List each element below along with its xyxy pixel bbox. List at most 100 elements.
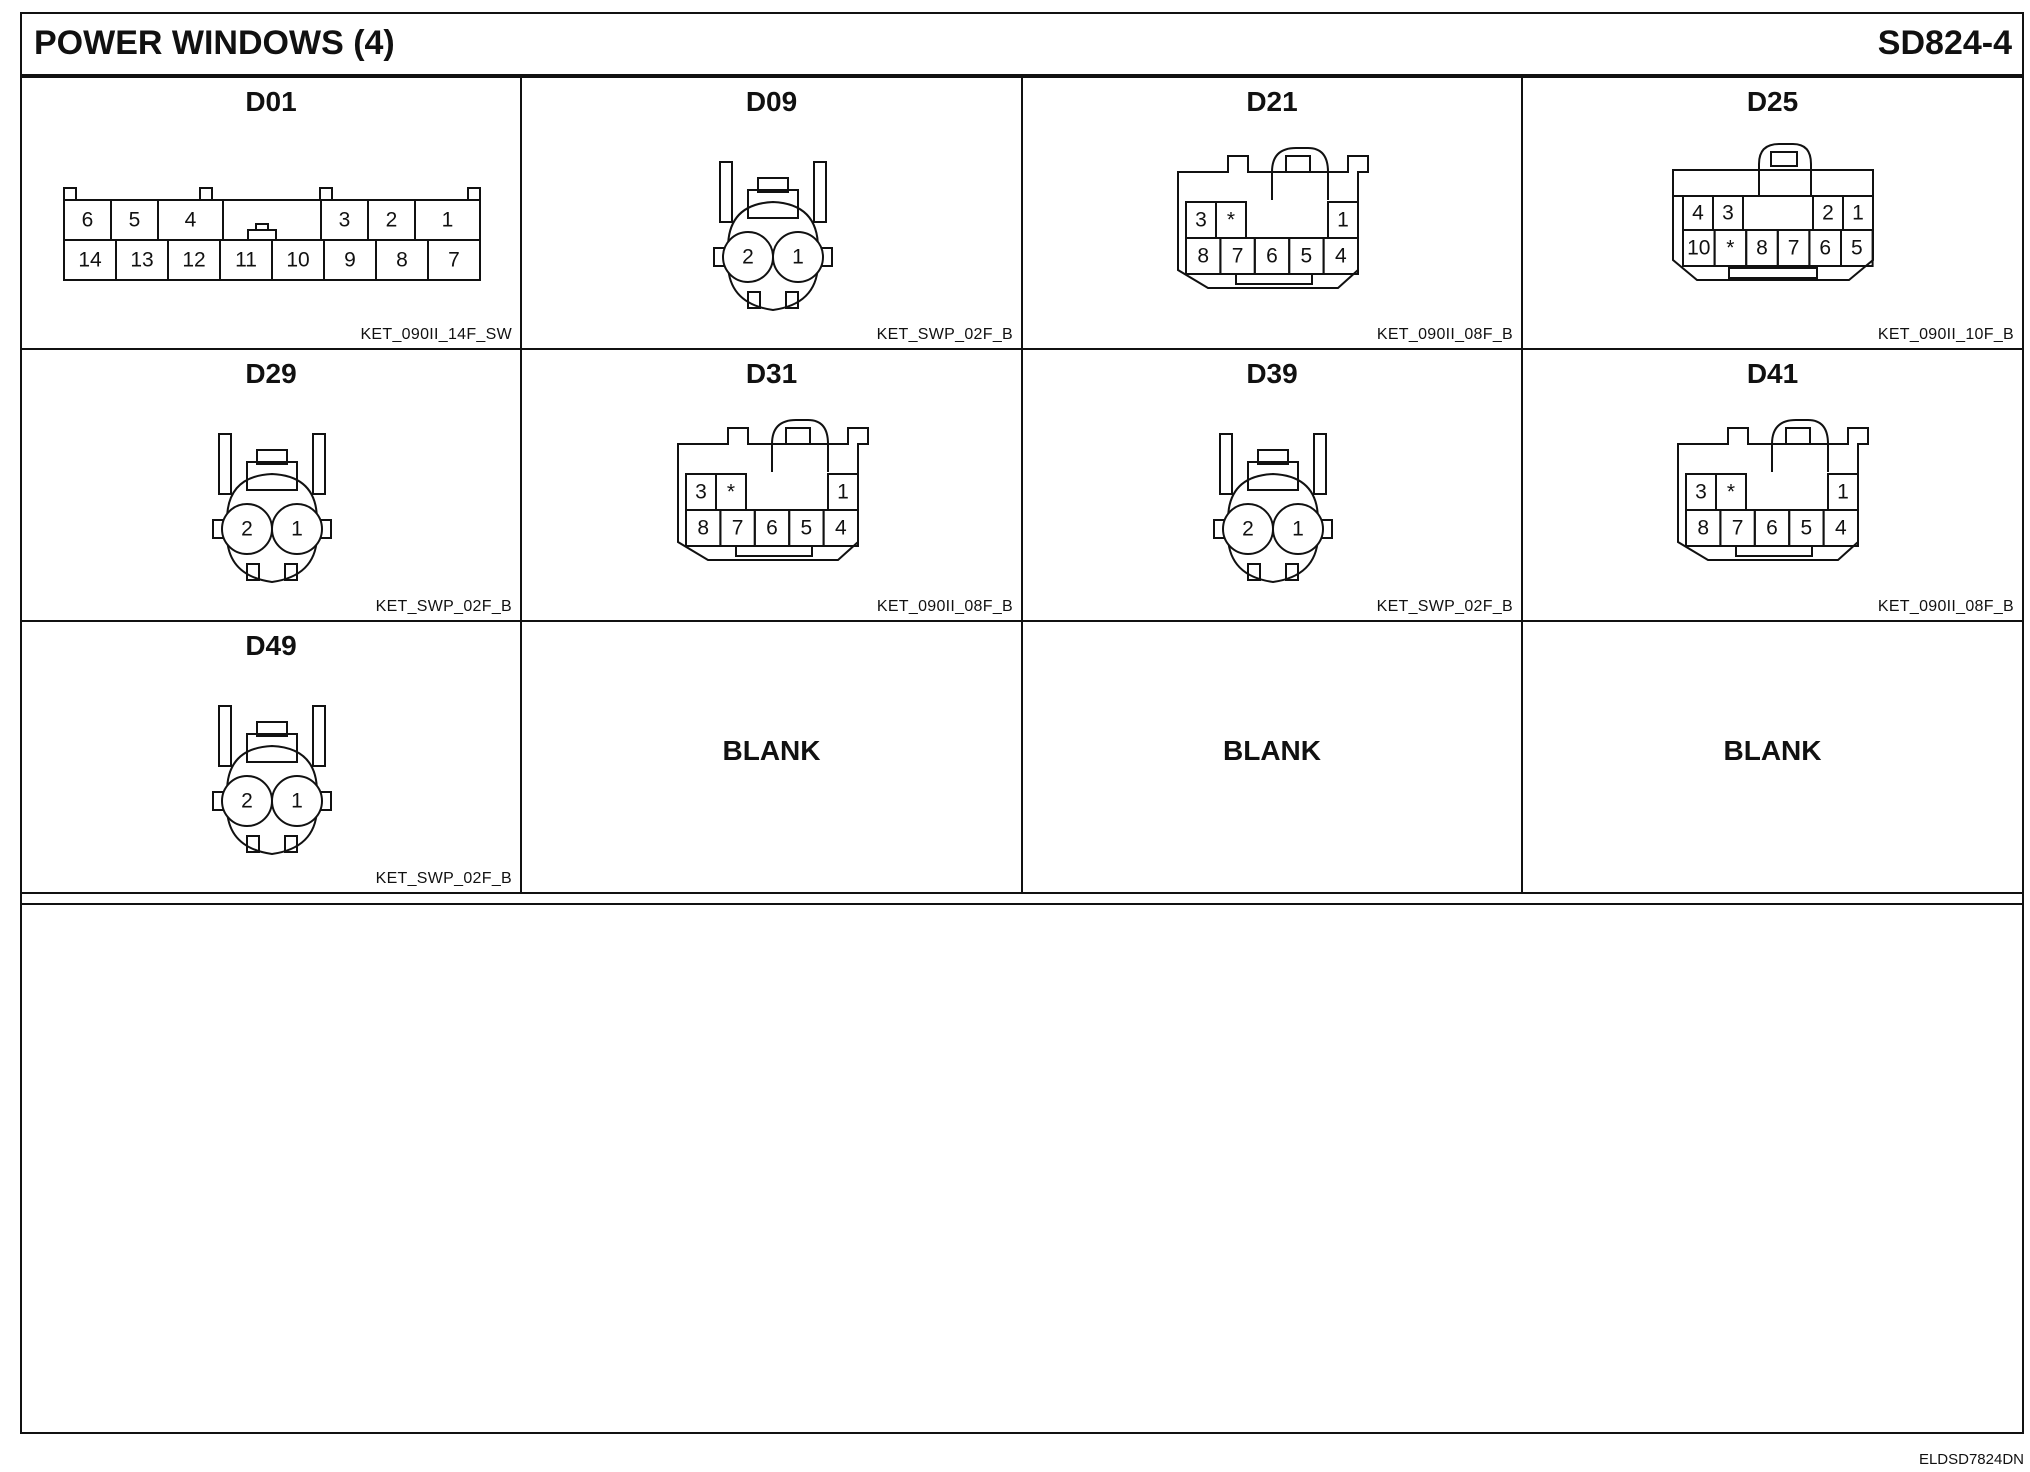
pin-label: 3: [339, 209, 351, 232]
pin-label: 2: [241, 518, 253, 541]
lock-tab: [1771, 419, 1829, 472]
connector-id: D09: [745, 86, 798, 117]
lock-tab: [1247, 461, 1299, 491]
blank-cell: BLANK: [522, 622, 1023, 894]
pin-cavity: [1840, 229, 1874, 267]
lock-tab: [246, 461, 298, 491]
connector-id: D25: [1746, 86, 1799, 117]
pin-label: 6: [1266, 245, 1278, 268]
pin-label: 1: [1337, 209, 1349, 232]
connector-id: D21: [1246, 86, 1298, 117]
pin-label: 5: [1801, 517, 1813, 540]
connector-part-code: KET_090II_08F_B: [1877, 598, 2014, 615]
pin-label: 7: [1788, 237, 1800, 260]
foot: [246, 835, 260, 853]
pin-cavity: [1822, 509, 1860, 547]
pin-cavity: [822, 509, 860, 547]
foot: [1247, 563, 1261, 581]
pin-label: 5: [801, 517, 813, 540]
pin-cavity: [271, 503, 323, 555]
lock-tab: [1758, 143, 1812, 196]
pin-label: 11: [235, 249, 257, 272]
latch: [63, 187, 77, 201]
pin-label: 10: [1687, 237, 1710, 260]
lock-tab: [1257, 449, 1289, 465]
blank-cell: BLANK: [1523, 622, 2022, 894]
pin-cavity: [1272, 503, 1324, 555]
pin-label: 1: [792, 246, 804, 269]
pin-label: 3: [1695, 481, 1707, 504]
page-code: SD824-4: [1877, 24, 2012, 62]
pin-label: 3: [1722, 202, 1734, 225]
pin-label: 4: [1835, 517, 1847, 540]
lock-window: [1785, 427, 1811, 445]
foot: [284, 835, 298, 853]
page-title: POWER WINDOWS (4): [34, 24, 395, 62]
pin-label: 3: [1195, 209, 1207, 232]
connector-part-code: KET_SWP_02F_B: [375, 870, 512, 887]
lock-tab: [256, 721, 288, 737]
latch: [467, 187, 481, 201]
blank-label: BLANK: [1723, 735, 1822, 766]
pin-label: 12: [182, 249, 205, 272]
pin-label: 3: [695, 481, 707, 504]
connector-part-code: KET_090II_10F_B: [1877, 326, 2014, 343]
pin-cavity: [772, 231, 824, 283]
latch-arm: [312, 433, 326, 495]
blank-label: BLANK: [722, 735, 821, 766]
pin-label: 1: [291, 790, 303, 813]
connector-id: D31: [745, 358, 798, 389]
drawing-id: ELDSD7824DN: [1918, 1451, 2024, 1468]
latch-arm: [218, 705, 232, 767]
connector-part-code: KET_090II_14F_SW: [360, 326, 512, 343]
pin-label: *: [727, 481, 735, 504]
pin-label: 7: [448, 249, 460, 272]
latch-arm: [312, 705, 326, 767]
lock-window: [785, 427, 811, 445]
pin-label: 1: [1837, 481, 1849, 504]
pin-label: 1: [837, 481, 849, 504]
pin-label: 6: [1819, 237, 1831, 260]
connector-part-code: KET_SWP_02F_B: [1376, 598, 1513, 615]
pin-label: 8: [396, 249, 408, 272]
key-slot: [1735, 545, 1813, 557]
pin-label: 2: [1822, 202, 1834, 225]
pin-label: 4: [1335, 245, 1347, 268]
latch-arm: [218, 433, 232, 495]
pin-label: 7: [732, 517, 744, 540]
blank-label: BLANK: [1223, 735, 1321, 766]
pin-label: 1: [1292, 518, 1304, 541]
latch-arm: [1313, 433, 1327, 495]
center-key: [255, 223, 269, 231]
pin-label: 14: [78, 249, 102, 272]
pin-label: 2: [241, 790, 253, 813]
pin-label: 8: [1197, 245, 1209, 268]
foot: [246, 563, 260, 581]
pin-label: 8: [697, 517, 709, 540]
lock-tab: [256, 449, 288, 465]
latch-arm: [719, 161, 733, 223]
center-key: [247, 229, 277, 241]
connector-housing: [212, 472, 332, 584]
connector-id: D29: [245, 358, 297, 389]
pin-label: *: [1726, 237, 1734, 260]
lock-window: [1770, 151, 1798, 167]
connector-housing: [713, 200, 833, 312]
lock-tab: [757, 177, 789, 193]
connector-housing: [1213, 472, 1333, 584]
blank-cell: BLANK: [1023, 622, 1523, 894]
